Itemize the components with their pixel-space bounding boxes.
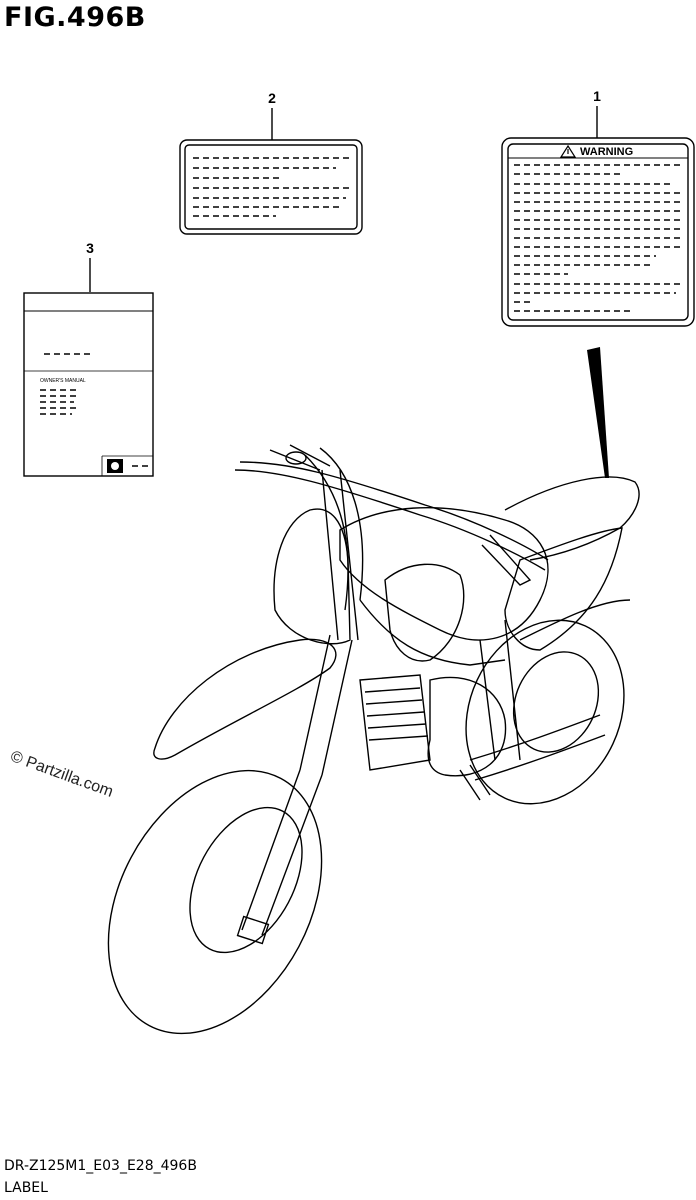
- label-pointer: [587, 347, 609, 478]
- figure-title: FIG.496B: [4, 2, 146, 33]
- owners-manual: OWNER'S MANUAL: [23, 292, 154, 477]
- warning-label: WARNING: [501, 137, 695, 327]
- warning-triangle-icon: [559, 144, 577, 158]
- callout-3: 3: [86, 240, 94, 256]
- info-label: [179, 139, 363, 235]
- diagram-code: DR-Z125M1_E03_E28_496B: [4, 1158, 197, 1174]
- brand-logo-icon: [107, 459, 123, 473]
- owners-manual-title: OWNER'S MANUAL: [40, 378, 86, 384]
- warning-heading: WARNING: [580, 146, 633, 158]
- callout-1: 1: [593, 88, 601, 104]
- motorcycle-drawing: [107, 444, 640, 1035]
- diagram-label: LABEL: [4, 1180, 48, 1196]
- callout-2: 2: [268, 90, 276, 106]
